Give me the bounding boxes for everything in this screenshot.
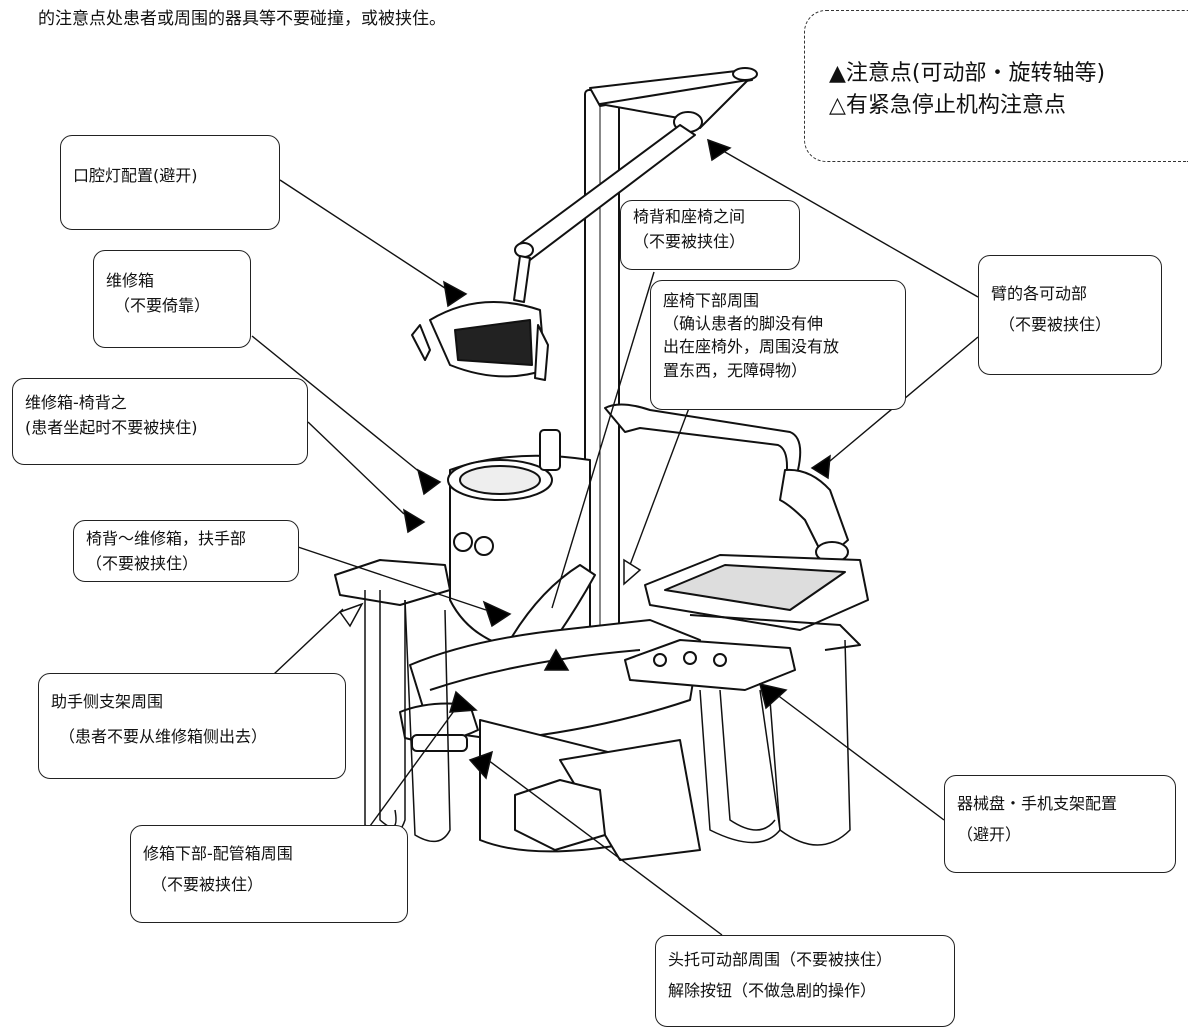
caution-filled-triangle bbox=[707, 138, 732, 162]
caution-filled-triangle bbox=[810, 454, 831, 480]
callout-text: 维修箱-椅背之 bbox=[25, 393, 127, 412]
light-arm-upper bbox=[589, 69, 753, 107]
callout-text: 维修箱 bbox=[106, 271, 155, 290]
callout-under-seat: 座椅下部周围 （确认患者的脚没有伸 出在座椅外，周围没有放 置东西，无障碍物） bbox=[650, 280, 906, 410]
callout-maintenance-box: 维修箱 （不要倚靠） bbox=[93, 250, 251, 348]
callout-pipe-box: 修箱下部-配管箱周围 （不要被挟住） bbox=[130, 825, 408, 923]
callout-text: 助手侧支架周围 bbox=[51, 692, 164, 711]
caution-hollow-triangle bbox=[623, 558, 642, 586]
callout-text: 臂的各可动部 bbox=[991, 284, 1088, 303]
legend-box: ▲注意点(可动部・旋转轴等) △有紧急停止机构注意点 bbox=[804, 10, 1188, 162]
callout-text: （患者不要从维修箱侧出去） bbox=[59, 726, 268, 746]
handpiece-holder bbox=[624, 639, 796, 691]
callout-text: 置东西，无障碍物） bbox=[663, 360, 808, 380]
callout-text: （不要被挟住） bbox=[999, 314, 1112, 334]
caution-hollow-triangle bbox=[338, 602, 364, 628]
callout-text: （不要被挟住） bbox=[86, 553, 199, 573]
callout-tray-holder: 器械盘・手机支架配置 （避开） bbox=[944, 775, 1176, 873]
callout-arm-parts: 臂的各可动部 （不要被挟住） bbox=[978, 255, 1162, 375]
callout-text: 椅背和座椅之间 bbox=[633, 207, 746, 226]
caution-filled-triangle bbox=[468, 750, 494, 780]
callout-text: 解除按钮（不做急剧的操作） bbox=[668, 980, 877, 1000]
callout-text: （确认患者的脚没有伸 bbox=[663, 314, 824, 334]
callout-assistant-holder: 助手侧支架周围 （患者不要从维修箱侧出去） bbox=[38, 673, 346, 779]
callout-text: （不要被挟住） bbox=[633, 231, 746, 251]
callout-backrest-seat: 椅背和座椅之间 （不要被挟住） bbox=[620, 200, 800, 270]
callout-text: 口腔灯配置(避开) bbox=[73, 166, 198, 185]
callout-headrest: 头托可动部周围（不要被挟住） 解除按钮（不做急剧的操作） bbox=[655, 935, 955, 1027]
assistant-holder bbox=[334, 559, 451, 606]
callout-text: (患者坐起时不要被挟住) bbox=[25, 417, 198, 437]
callout-text: 出在座椅外，周围没有放 bbox=[663, 337, 840, 357]
callout-text: （避开） bbox=[957, 824, 1022, 844]
callout-text: 座椅下部周围 bbox=[663, 291, 760, 310]
caution-filled-triangle bbox=[482, 600, 512, 628]
legend-line-hollow-triangle: △有紧急停止机构注意点 bbox=[829, 93, 1066, 118]
callout-box-backrest: 维修箱-椅背之 (患者坐起时不要被挟住) bbox=[12, 378, 308, 465]
caution-filled-triangle bbox=[416, 468, 442, 496]
caution-filled-triangle bbox=[448, 690, 478, 713]
callout-text: （不要倚靠） bbox=[114, 295, 211, 315]
callout-armrest: 椅背～维修箱，扶手部 （不要被挟住） bbox=[73, 520, 299, 582]
caution-filled-triangle bbox=[402, 508, 426, 534]
callout-text: 修箱下部-配管箱周围 bbox=[143, 844, 293, 863]
callout-text: 器械盘・手机支架配置 bbox=[957, 794, 1118, 813]
legend-line-filled-triangle: ▲注意点(可动部・旋转轴等) bbox=[829, 61, 1106, 86]
callout-lamp-position: 口腔灯配置(避开) bbox=[60, 135, 280, 230]
caution-filled-triangle bbox=[543, 648, 570, 671]
callout-text: （不要被挟住） bbox=[151, 874, 264, 894]
caution-filled-triangle bbox=[443, 280, 468, 308]
tray-support-arm bbox=[604, 403, 802, 481]
callout-text: 椅背～维修箱，扶手部 bbox=[86, 529, 247, 548]
caution-filled-triangle bbox=[758, 682, 788, 710]
header-text: 的注意点处患者或周围的器具等不要碰撞，或被挟住。 bbox=[38, 9, 446, 29]
callout-text: 头托可动部周围（不要被挟住） bbox=[668, 950, 893, 969]
